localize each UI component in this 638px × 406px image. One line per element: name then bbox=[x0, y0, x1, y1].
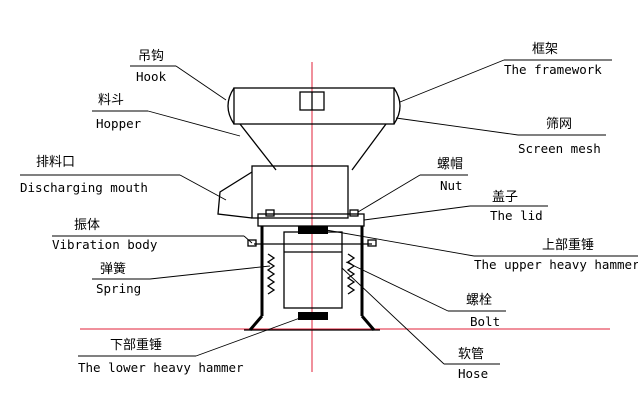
spring-shapes bbox=[266, 253, 356, 295]
label-hose-zh: 软管 bbox=[458, 347, 484, 362]
discharging-mouth-shape bbox=[217, 171, 253, 219]
label-upper-zh: 上部重锤 bbox=[542, 237, 594, 253]
label-lid-en: The lid bbox=[490, 208, 543, 223]
label-bolt-zh: 螺栓 bbox=[466, 293, 492, 308]
label-mesh-zh: 筛网 bbox=[546, 117, 572, 132]
label-hose-en: Hose bbox=[458, 366, 488, 381]
label-discharging-en: Discharging mouth bbox=[20, 180, 148, 195]
label-lower-hammer: 下部重锤 The lower heavy hammer bbox=[78, 317, 301, 375]
label-hook-en: Hook bbox=[136, 69, 167, 84]
label-hopper: 料斗 Hopper bbox=[92, 93, 241, 137]
framework-shape bbox=[227, 87, 401, 125]
vibration-body-shape bbox=[247, 226, 377, 316]
label-vibration-en: Vibration body bbox=[52, 237, 158, 252]
label-nut-zh: 螺帽 bbox=[437, 156, 463, 172]
label-discharging-zh: 排料口 bbox=[36, 155, 75, 170]
label-discharging-mouth: 排料口 Discharging mouth bbox=[20, 155, 227, 201]
label-nut: 螺帽 Nut bbox=[357, 156, 468, 213]
label-lower-en: The lower heavy hammer bbox=[78, 360, 244, 375]
label-screen-mesh: 筛网 Screen mesh bbox=[395, 117, 606, 156]
label-bolt: 螺栓 Bolt bbox=[345, 261, 506, 329]
label-vibration-body: 振体 Vibration body bbox=[52, 218, 253, 252]
label-vibration-zh: 振体 bbox=[74, 218, 100, 233]
label-nut-en: Nut bbox=[440, 178, 463, 193]
label-bolt-en: Bolt bbox=[470, 314, 500, 329]
label-hose: 软管 Hose bbox=[341, 267, 500, 381]
label-framework: 框架 The framework bbox=[399, 42, 612, 103]
label-mesh-en: Screen mesh bbox=[518, 141, 601, 156]
label-framework-en: The framework bbox=[504, 62, 602, 77]
machine-drawing bbox=[217, 87, 401, 331]
label-hopper-en: Hopper bbox=[96, 116, 142, 131]
label-lid: 盖子 The lid bbox=[363, 190, 548, 223]
label-framework-zh: 框架 bbox=[532, 42, 558, 57]
label-lower-zh: 下部重锤 bbox=[110, 337, 162, 353]
label-upper-hammer: 上部重锤 The upper heavy hammer bbox=[325, 229, 638, 272]
lower-hammer-shape bbox=[298, 312, 328, 320]
hopper-shape bbox=[239, 123, 387, 219]
label-hook-zh: 吊钩 bbox=[138, 49, 164, 64]
label-hook: 吊钩 Hook bbox=[130, 49, 227, 101]
label-lid-zh: 盖子 bbox=[492, 190, 518, 205]
label-hopper-zh: 料斗 bbox=[98, 93, 124, 108]
label-spring-en: Spring bbox=[96, 281, 141, 296]
label-spring: 弹簧 Spring bbox=[92, 261, 271, 296]
upper-hammer-shape bbox=[298, 226, 328, 234]
label-upper-en: The upper heavy hammer bbox=[474, 257, 638, 272]
label-spring-zh: 弹簧 bbox=[100, 261, 126, 277]
